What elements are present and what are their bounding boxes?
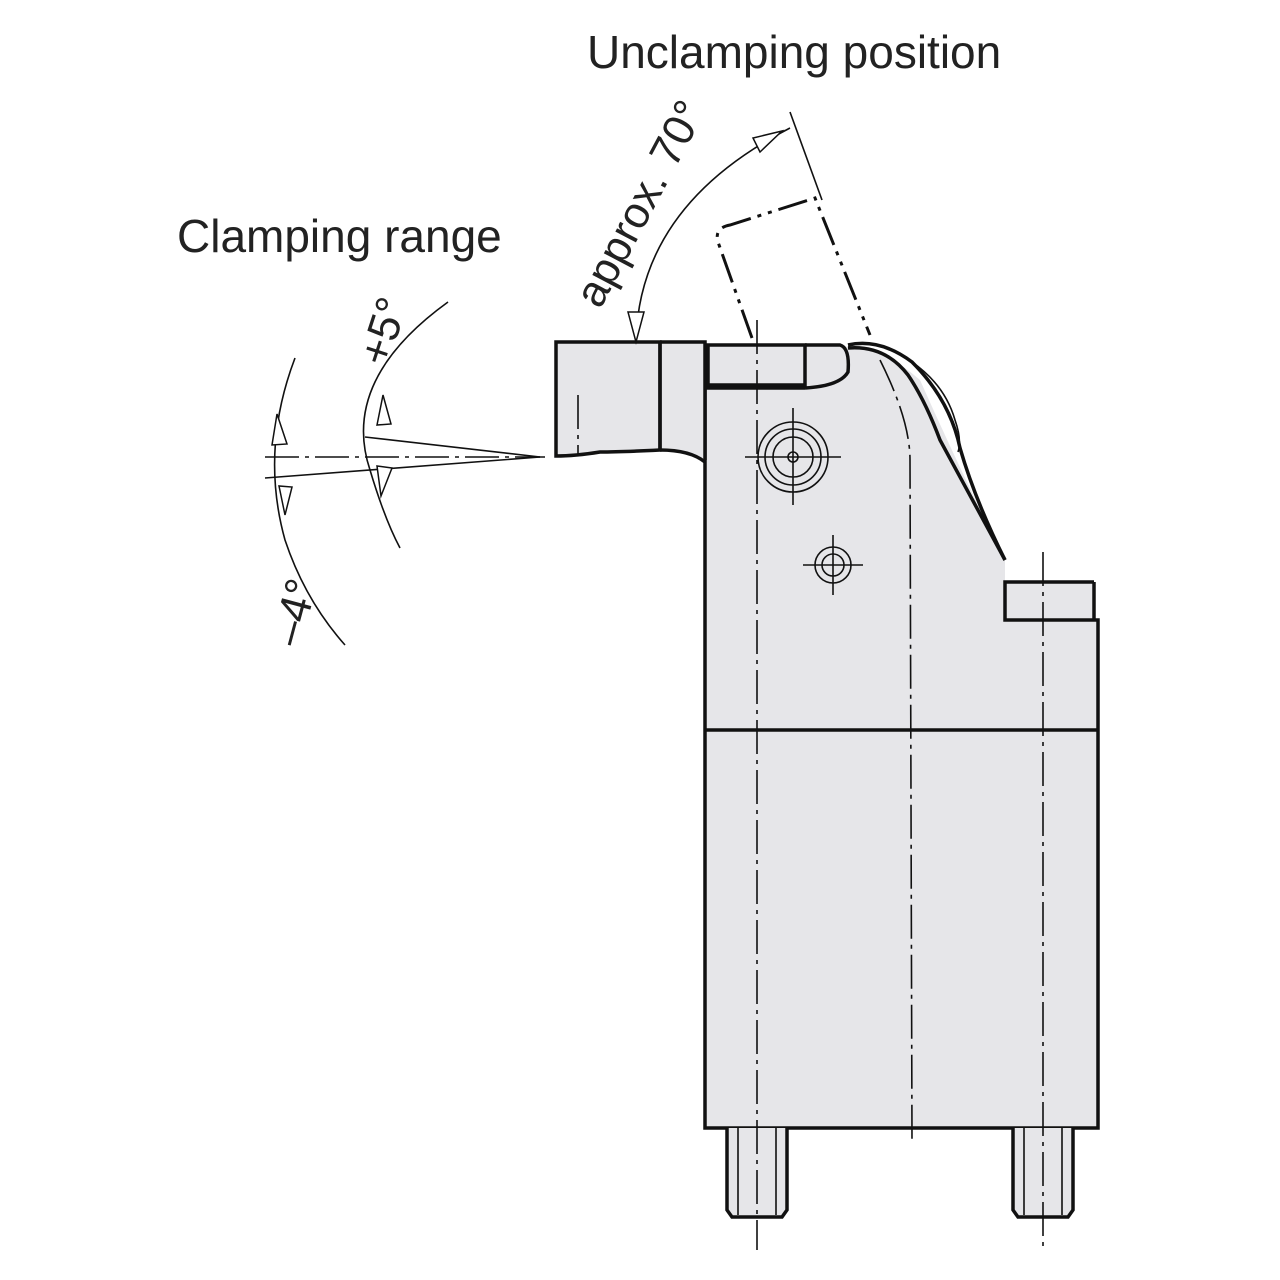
minus-angle-label: –4°	[262, 574, 327, 651]
pivot-hole	[745, 408, 841, 505]
small-hole	[803, 535, 863, 595]
unclamping-angle-dimension	[627, 127, 791, 345]
unclamping-position-label: Unclamping position	[587, 26, 1001, 78]
clamping-range-dimension	[264, 301, 545, 646]
mounting-studs	[725, 1128, 1075, 1219]
plus-angle-label: +5°	[350, 291, 418, 371]
center-lines	[577, 320, 1044, 1250]
approx-angle-label: approx. 70°	[566, 93, 715, 315]
lever-head	[706, 341, 1007, 561]
clamping-range-label: Clamping range	[177, 210, 502, 262]
clamping-arm	[554, 340, 707, 464]
clamp-body	[703, 345, 1100, 1130]
unclamping-phantom-arm	[715, 111, 872, 339]
